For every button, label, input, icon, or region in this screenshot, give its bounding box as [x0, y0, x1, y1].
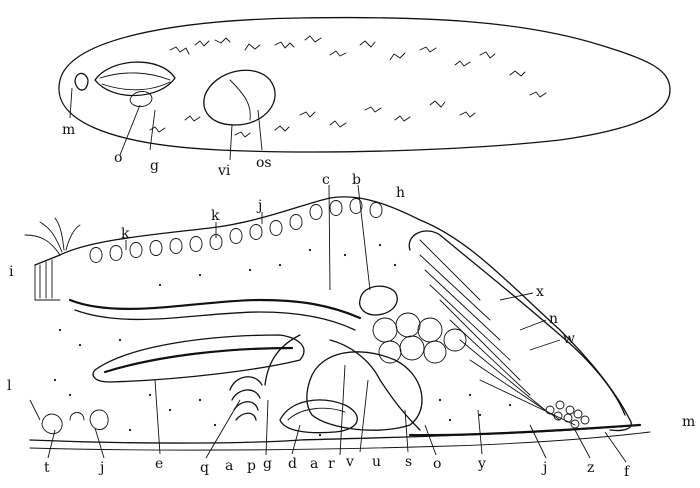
- label-k-left: k: [121, 226, 130, 242]
- label-p: p: [247, 458, 256, 474]
- label-os-top: os: [256, 155, 272, 171]
- label-e: e: [155, 456, 163, 472]
- label-n: n: [549, 311, 558, 327]
- label-c: c: [322, 172, 330, 188]
- label-r: r: [328, 456, 335, 472]
- body-outline: [58, 16, 671, 153]
- label-z: z: [587, 460, 594, 476]
- label-o: o: [433, 456, 441, 472]
- label-j-right: j: [541, 460, 547, 476]
- label-g: g: [263, 456, 272, 472]
- follicle-cluster: [372, 312, 467, 364]
- organ-b: [359, 285, 398, 316]
- dorsal-outline: [34, 196, 632, 432]
- ventral-outline: [29, 424, 641, 444]
- label-x: x: [536, 284, 544, 300]
- parenchyma-dots: [53, 243, 512, 437]
- label-vi-top: vi: [217, 163, 231, 179]
- genital-atrium: [229, 376, 263, 421]
- gut-tube: [68, 298, 362, 320]
- vitelline-glands: [149, 35, 547, 138]
- pharynx: [94, 61, 176, 97]
- label-m-top: m: [62, 122, 75, 138]
- label-leaders: [29, 184, 627, 463]
- label-t: t: [44, 460, 50, 476]
- label-s: s: [405, 454, 412, 470]
- hair-tuft: [24, 217, 81, 256]
- striated-muscle: [419, 239, 576, 426]
- label-a-right: a: [310, 456, 318, 472]
- top-view-drawing: [58, 16, 671, 161]
- label-u: u: [372, 454, 381, 470]
- vesicle-d: [279, 399, 358, 434]
- label-w: w: [563, 331, 575, 347]
- label-a-left: a: [225, 458, 233, 474]
- central-organ: [203, 69, 276, 126]
- ventral-sucker-rim: [408, 423, 642, 437]
- label-f: f: [624, 464, 631, 480]
- sucker-outline: [408, 230, 626, 416]
- gland-cell-row: [89, 198, 383, 263]
- label-j-top: j: [256, 198, 262, 214]
- egg-cluster: [545, 400, 590, 429]
- section-drawing: [24, 184, 651, 463]
- label-l: l: [7, 378, 12, 394]
- oral-sucker: [74, 72, 89, 91]
- left-cells: [41, 409, 109, 435]
- label-m-right: m: [682, 414, 695, 430]
- sac-u: [306, 351, 423, 431]
- label-d: d: [288, 456, 297, 472]
- label-g-top: g: [150, 158, 159, 174]
- label-q: q: [200, 460, 209, 476]
- label-o-top: o: [114, 150, 122, 166]
- label-h: h: [396, 185, 405, 201]
- label-b: b: [352, 172, 361, 188]
- muscle-mass: [92, 334, 305, 383]
- label-v: v: [345, 454, 354, 470]
- ovary-left: [129, 91, 153, 107]
- label-k-right: k: [211, 208, 220, 224]
- label-j-left: j: [98, 460, 104, 476]
- label-i: i: [9, 264, 14, 280]
- label-y: y: [477, 456, 486, 472]
